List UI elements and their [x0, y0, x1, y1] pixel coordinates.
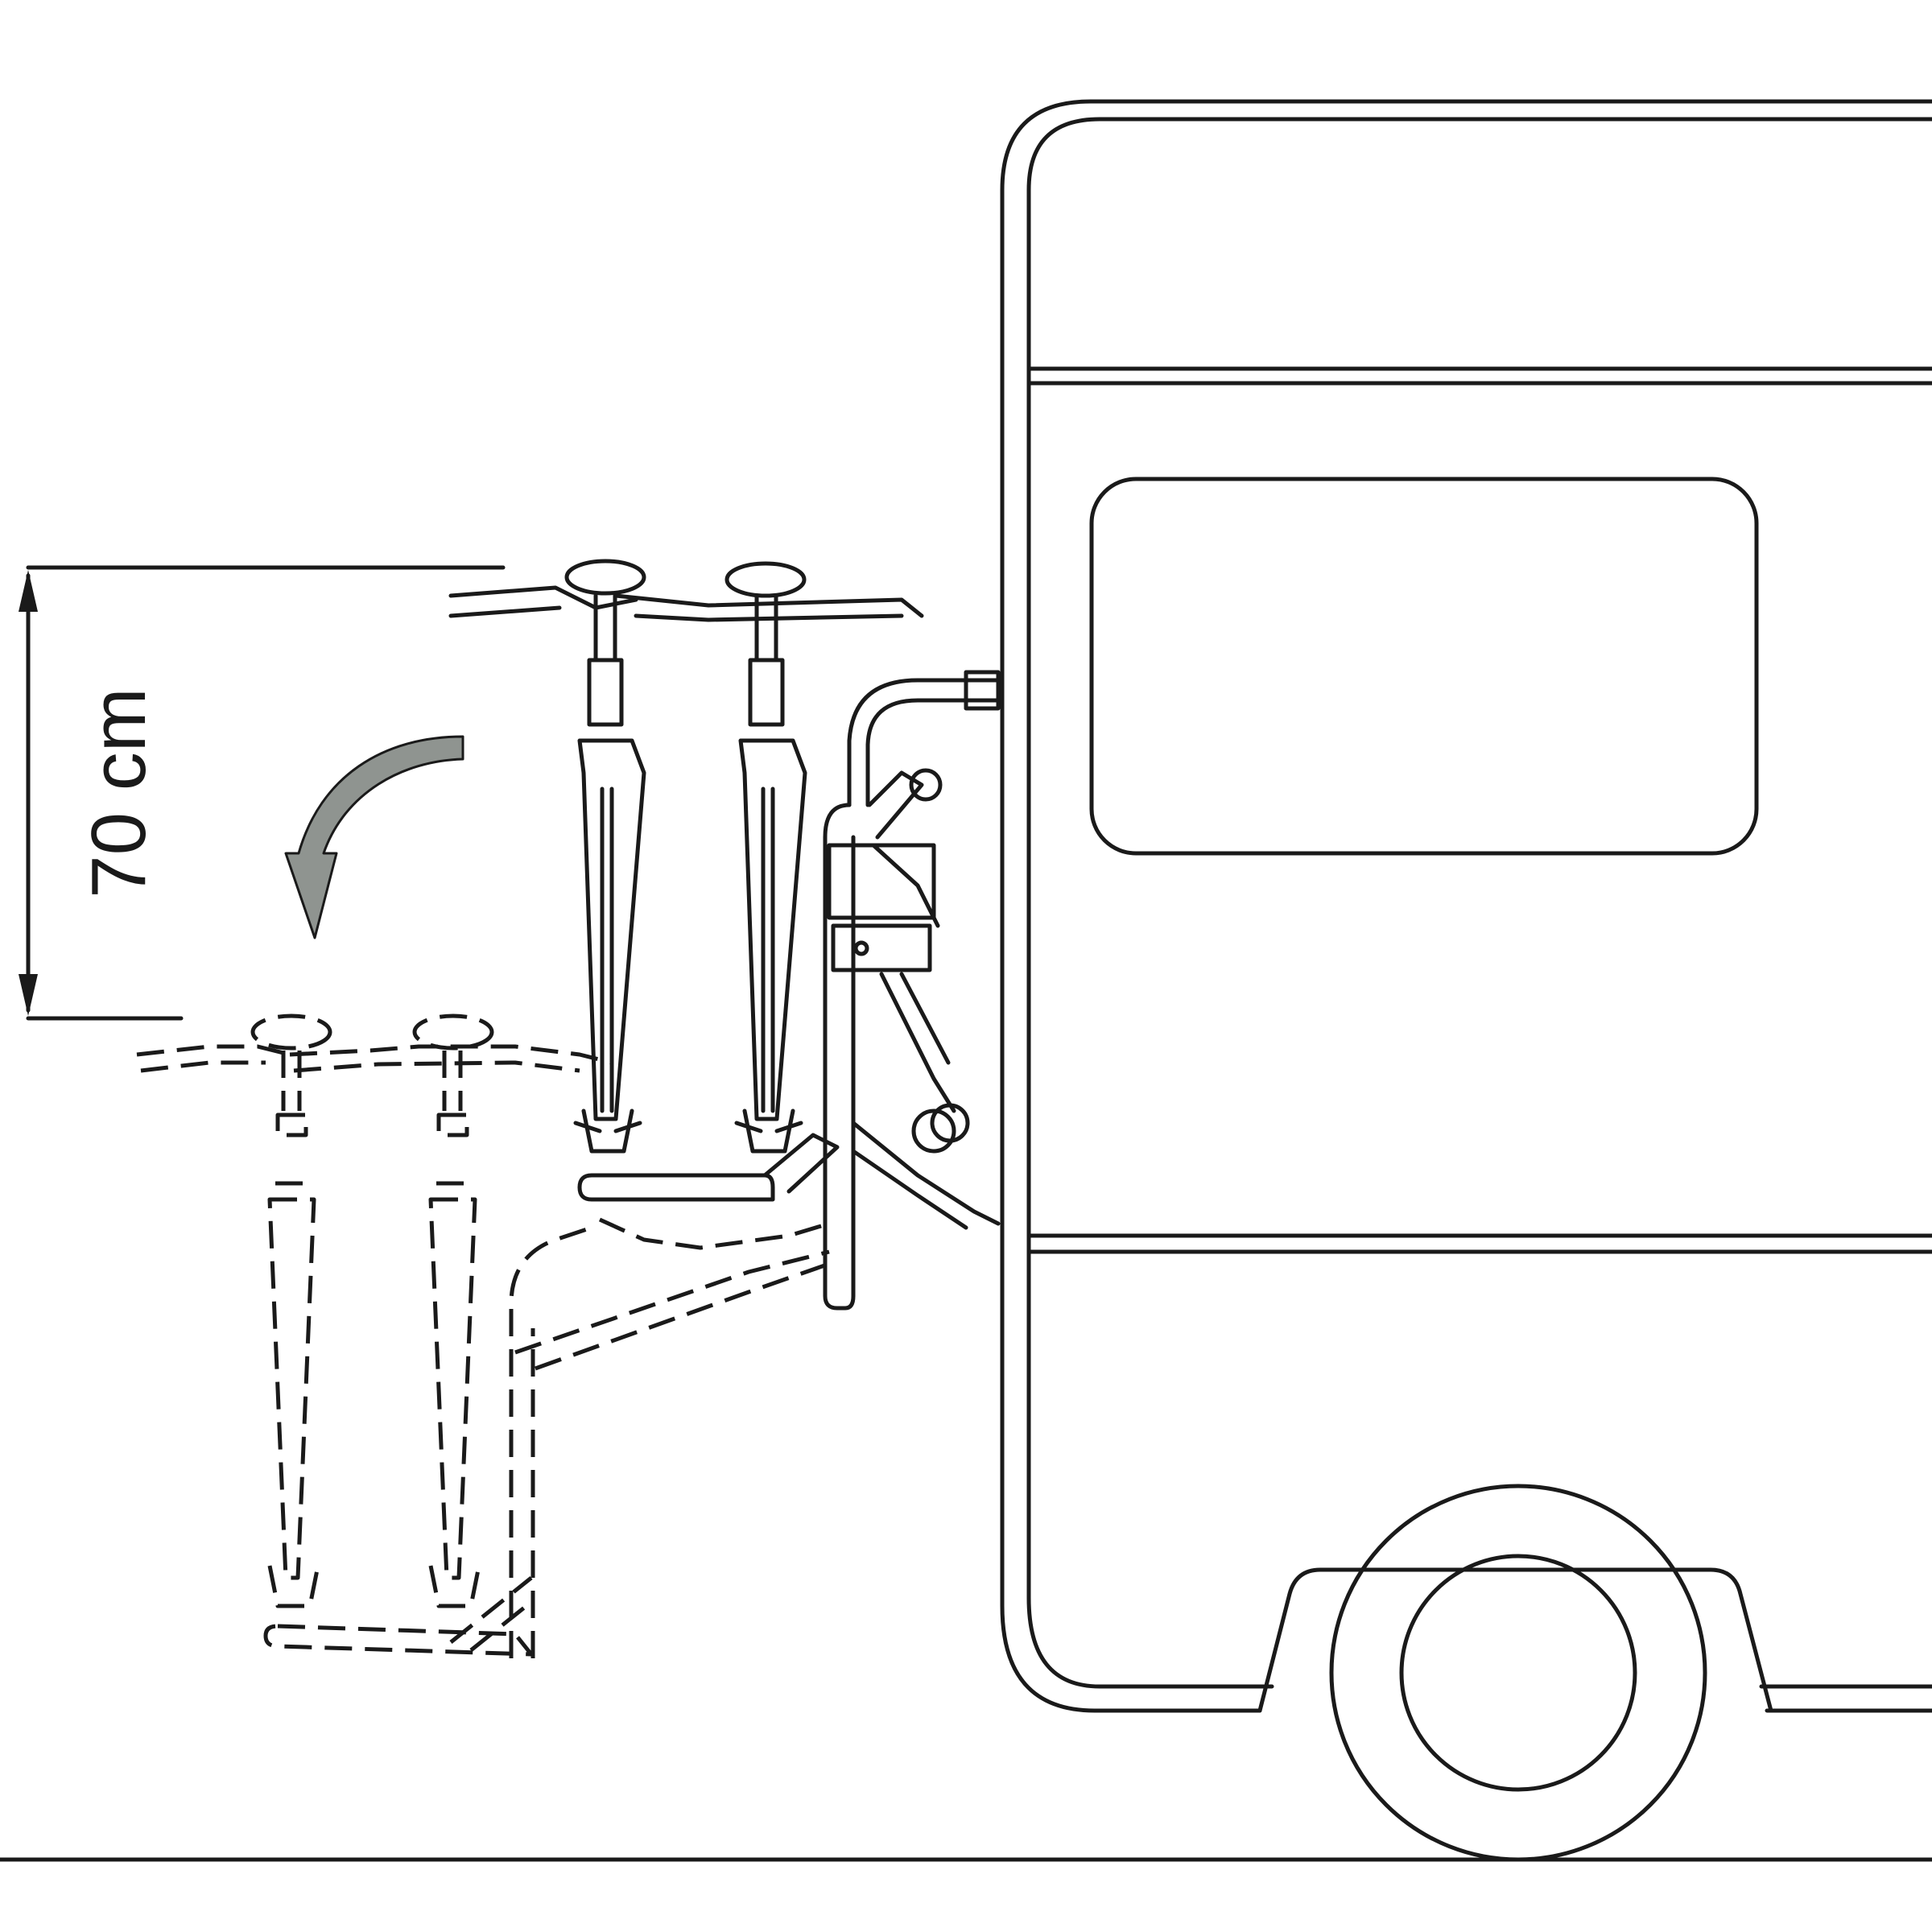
ghost-wheel-holder-bike-1	[267, 1565, 320, 1608]
mount-clamp-plate	[831, 923, 932, 972]
curved-arrow-down-left-icon	[284, 735, 464, 939]
caravan-window	[1089, 477, 1759, 856]
caravan-body-inner-outline	[1026, 117, 1932, 1689]
base-to-post-link	[762, 1133, 840, 1194]
wheel-tire	[1329, 1484, 1707, 1862]
clamp-bolt	[853, 940, 869, 956]
ghost-rack-base	[263, 1624, 534, 1657]
ghost-diagonal-brace	[449, 1576, 533, 1652]
ghost-rack-frame	[509, 1225, 830, 1658]
mount-upper-tube	[847, 678, 1001, 807]
frame-tube-bike-1	[577, 593, 646, 1121]
ghost-wheel-holder-bike-2	[428, 1565, 481, 1608]
dimension-arrow-top	[19, 570, 38, 612]
rack-folding-arm	[867, 770, 956, 1113]
mount-upper-bracket	[964, 670, 1001, 711]
ghost-handlebar-bike-2	[289, 1044, 613, 1073]
saddle-bike-1	[564, 559, 646, 596]
rack-upright	[448, 559, 924, 1202]
wheel-arch	[1257, 1567, 1773, 1713]
rack-mount	[823, 670, 1001, 1311]
frame-tube-bike-2	[738, 593, 807, 1121]
lower-pivot	[911, 1108, 956, 1154]
wheel-holder-bike-1	[573, 1108, 642, 1154]
caravan-body-outline	[1000, 99, 1932, 1713]
rack-vertical-post	[823, 803, 856, 1311]
rack-lowered	[136, 1013, 830, 1658]
ghost-tube-bike-2	[428, 1051, 477, 1580]
arm-pivot-upper	[909, 768, 943, 802]
ghost-saddle-bike-1	[250, 1013, 332, 1051]
wheel-holder-bike-2	[734, 1108, 803, 1154]
ghost-tube-bike-1	[267, 1051, 316, 1580]
caravan	[1000, 99, 1932, 1862]
rack-base-platform	[577, 1173, 775, 1202]
ghost-handlebar-bike-1	[136, 1044, 291, 1073]
lower-arm-brace	[851, 1121, 1001, 1230]
handlebar-bike-2	[613, 593, 924, 622]
ghost-saddle-bike-2	[412, 1013, 494, 1051]
dimension-arrow-bottom	[19, 974, 38, 1016]
dimension-label: 70 cm	[76, 687, 162, 898]
wheel-rim	[1399, 1554, 1637, 1792]
ghost-pivot-link	[598, 1217, 830, 1250]
height-dimension: 70 cm	[19, 565, 506, 1021]
mount-clamp-box	[827, 843, 936, 920]
saddle-bike-2	[724, 561, 807, 598]
